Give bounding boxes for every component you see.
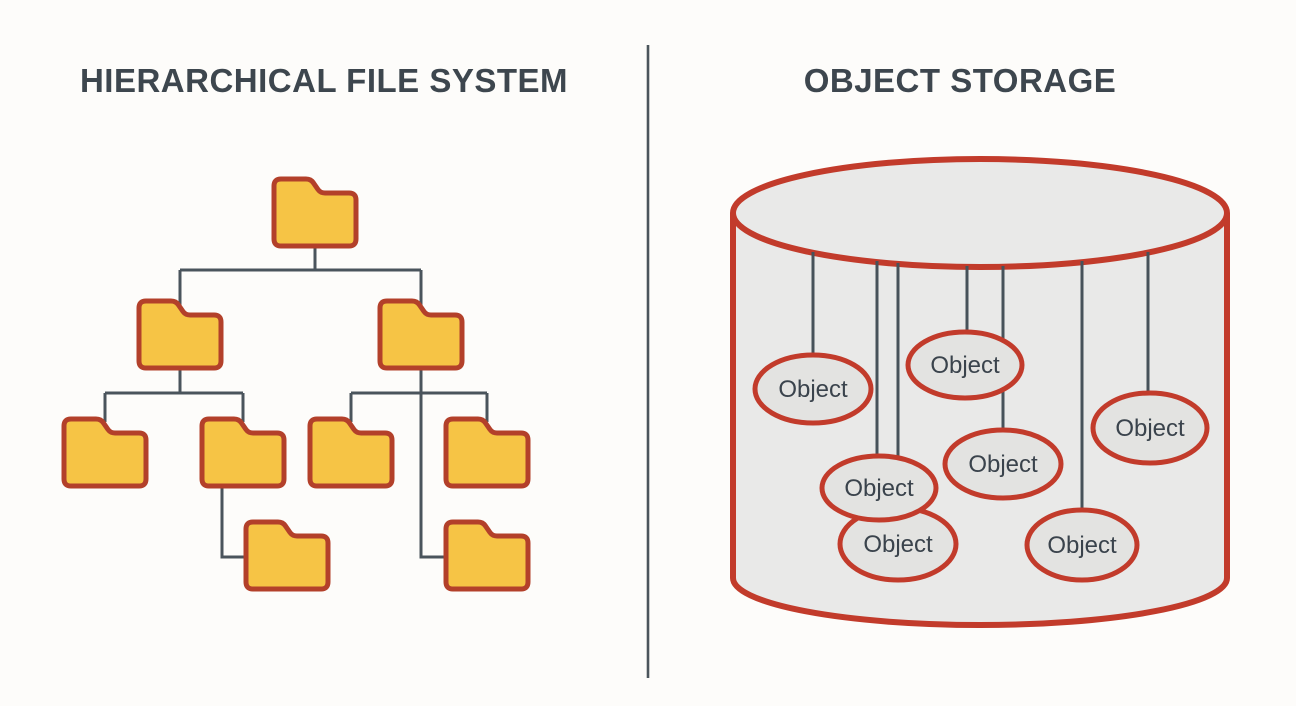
hanging-lines [811, 252, 1150, 513]
object-label: Object [930, 352, 1000, 379]
folder-icon-level3-1 [64, 419, 146, 486]
folder-icon-level4-left [246, 522, 328, 589]
folder-icon-root [274, 179, 356, 246]
object-node: Object [752, 352, 874, 426]
object-node: Object [1090, 390, 1210, 466]
object-label: Object [778, 376, 848, 403]
object-node: Object [905, 329, 1025, 401]
left-panel-title: HIERARCHICAL FILE SYSTEM [79, 62, 569, 99]
object-ellipse [905, 329, 1025, 401]
object-ellipse [819, 453, 939, 523]
storage-cylinder-top [730, 156, 1230, 270]
object-ellipse [942, 427, 1064, 501]
object-label: Object [844, 475, 914, 502]
object-ellipse [1090, 390, 1210, 466]
object-label: Object [1047, 532, 1117, 559]
tree-connectors [103, 240, 489, 559]
folder-icon-level2-left [139, 301, 221, 368]
folder-icon-level4-right [446, 522, 528, 589]
object-node: Object [1024, 507, 1140, 583]
object-ellipse [752, 352, 874, 426]
folder-icon-level3-4 [446, 419, 528, 486]
folder-tree [64, 179, 528, 589]
object-node: Object [819, 453, 939, 523]
object-node: Object [837, 505, 959, 583]
object-label: Object [863, 531, 933, 558]
object-label: Object [968, 451, 1038, 478]
right-panel-title: OBJECT STORAGE [803, 62, 1117, 99]
object-node: Object [942, 427, 1064, 501]
object-ellipse [1024, 507, 1140, 583]
folder-icon-level3-3 [310, 419, 392, 486]
object-label: Object [1115, 415, 1185, 442]
folder-icon-level2-right [380, 301, 462, 368]
object-storage: Object Object Object Object Object Objec… [730, 156, 1230, 628]
folder-icon-level3-2 [202, 419, 284, 486]
